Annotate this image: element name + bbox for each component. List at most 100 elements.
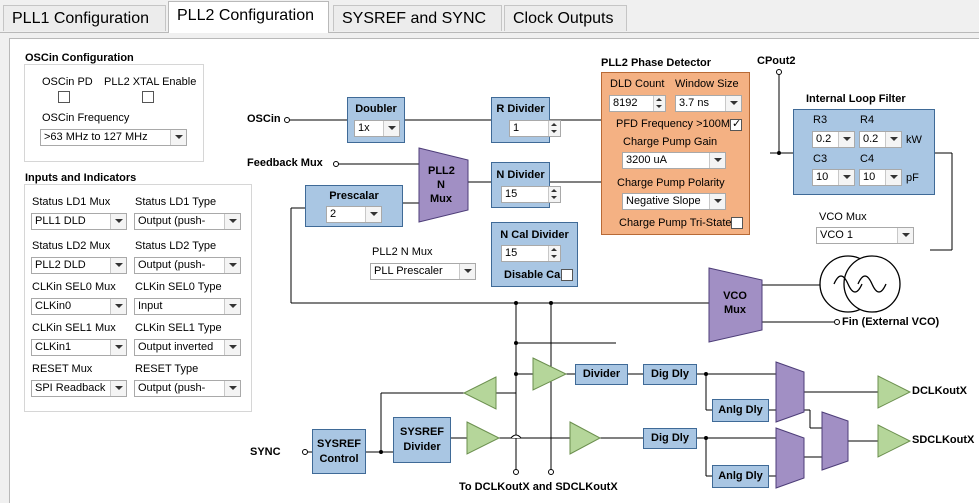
charge-pump-polarity-select[interactable]: Negative Slope: [622, 193, 726, 210]
clkin-sel0-mux-label: CLKin SEL0 Mux: [32, 281, 116, 293]
chevron-down-icon: [224, 258, 240, 273]
spinner-arrows-icon[interactable]: [548, 246, 560, 261]
anlg-dly-2-block: Anlg Dly: [712, 465, 769, 488]
reset-mux-label: RESET Mux: [32, 363, 93, 375]
status-ld1-type-select[interactable]: Output (push-: [134, 213, 241, 230]
sysref-control-line2: Control: [319, 453, 359, 465]
chevron-down-icon: [224, 340, 240, 355]
tab-sysref-and-sync[interactable]: SYSREF and SYNC: [333, 5, 502, 31]
n-divider-spinner[interactable]: 15: [501, 186, 561, 203]
clkin-sel0-type-select[interactable]: Input: [134, 298, 241, 315]
n-divider-value: 15: [505, 188, 518, 200]
tab-pll1-configuration[interactable]: PLL1 Configuration: [3, 5, 166, 31]
oscin-frequency-value: >63 MHz to 127 MHz: [44, 131, 148, 143]
disable-cal-label: Disable Cal: [504, 269, 564, 281]
oscin-frequency-select[interactable]: >63 MHz to 127 MHz: [40, 129, 187, 146]
spinner-arrows-icon[interactable]: [653, 96, 665, 111]
r-divider-title: R Divider: [496, 103, 545, 115]
c-unit-label: pF: [906, 172, 919, 184]
c3-value: 10: [816, 171, 829, 183]
reset-mux-value: SPI Readback: [35, 382, 106, 394]
doubler-title: Doubler: [355, 103, 397, 115]
n-cal-divider-spinner[interactable]: 15: [501, 245, 561, 262]
dld-count-spinner[interactable]: 8192: [609, 95, 666, 112]
chevron-down-icon: [383, 121, 399, 136]
dclkout-label: DCLKoutX: [912, 385, 967, 397]
r-divider-spinner[interactable]: 1: [509, 120, 561, 137]
charge-pump-polarity-label: Charge Pump Polarity: [617, 177, 725, 189]
clkin-sel0-mux-select[interactable]: CLKin0: [31, 298, 127, 315]
status-ld2-mux-select[interactable]: PLL2 DLD: [31, 257, 127, 274]
status-ld1-mux-value: PLL1 DLD: [35, 215, 86, 227]
c3-label: C3: [813, 153, 828, 165]
r3-select[interactable]: 0.2: [812, 131, 855, 148]
clkin-sel1-mux-value: CLKin1: [35, 341, 72, 353]
doubler-select[interactable]: 1x: [354, 120, 400, 137]
tab-pll2-configuration[interactable]: PLL2 Configuration: [168, 1, 329, 33]
feedback-mux-label: Feedback Mux: [247, 157, 323, 169]
clkin-sel1-type-select[interactable]: Output inverted: [134, 339, 241, 356]
c3-select[interactable]: 10: [812, 169, 855, 186]
sysref-divider-line1: SYSREF: [399, 426, 444, 438]
phase-detector-title: PLL2 Phase Detector: [601, 57, 712, 69]
charge-pump-gain-select[interactable]: 3200 uA: [622, 152, 726, 169]
dig-dly-2-block: Dig Dly: [643, 428, 697, 449]
oscin-pd-checkbox[interactable]: [58, 91, 70, 103]
spinner-arrows-icon[interactable]: [548, 121, 560, 136]
status-ld1-mux-select[interactable]: PLL1 DLD: [31, 213, 127, 230]
sdclkout-label: SDCLKoutX: [912, 434, 975, 446]
cpout2-label: CPout2: [757, 55, 796, 67]
r3-label: R3: [813, 114, 828, 126]
pll2-n-mux-value: PLL Prescaler: [374, 265, 443, 277]
anlg-dly-1-block: Anlg Dly: [712, 399, 769, 422]
vco-mux-select[interactable]: VCO 1: [816, 227, 914, 244]
pll2-n-mux-line1: PLL2: [428, 165, 455, 177]
sysref-control-block: SYSREF Control: [312, 429, 366, 474]
oscin-label: OSCin: [247, 113, 281, 125]
r-unit-label: kW: [906, 134, 922, 146]
reset-type-label: RESET Type: [135, 363, 199, 375]
clkin-sel1-mux-label: CLKin SEL1 Mux: [32, 322, 116, 334]
prescalar-value: 2: [330, 208, 337, 220]
charge-pump-tristate-label: Charge Pump Tri-State: [619, 217, 732, 229]
doubler-value: 1x: [358, 122, 370, 134]
clkin-sel1-type-value: Output inverted: [138, 341, 214, 353]
charge-pump-tristate-checkbox[interactable]: [731, 217, 743, 229]
window-size-value: 3.7 ns: [679, 97, 709, 109]
reset-mux-select[interactable]: SPI Readback: [31, 380, 127, 397]
c4-value: 10: [863, 171, 876, 183]
status-ld1-type-value: Output (push-: [138, 215, 206, 227]
window-size-select[interactable]: 3.7 ns: [675, 95, 742, 112]
disable-cal-checkbox[interactable]: [561, 269, 573, 281]
status-ld1-mux-label: Status LD1 Mux: [32, 196, 111, 208]
pfd-frequency-label: PFD Frequency >100M: [616, 118, 731, 130]
pll2-xtal-enable-checkbox[interactable]: [142, 91, 154, 103]
c4-select[interactable]: 10: [859, 169, 902, 186]
chevron-down-icon: [365, 207, 381, 222]
c4-label: C4: [860, 153, 875, 165]
reset-type-select[interactable]: Output (push-: [134, 380, 241, 397]
prescalar-title: Prescalar: [329, 190, 379, 202]
pfd-frequency-checkbox[interactable]: [730, 117, 742, 131]
clkin-sel1-mux-select[interactable]: CLKin1: [31, 339, 127, 356]
window-size-label: Window Size: [675, 78, 739, 90]
inputs-indicators-title: Inputs and Indicators: [25, 172, 137, 184]
sysref-divider-line2: Divider: [403, 441, 441, 453]
pll2-n-mux-select[interactable]: PLL Prescaler: [370, 263, 476, 280]
vco-mux-line2: Mux: [724, 304, 746, 316]
prescalar-select[interactable]: 2: [326, 206, 382, 223]
r4-select[interactable]: 0.2: [859, 131, 902, 148]
fin-external-vco-label: Fin (External VCO): [842, 316, 940, 328]
chevron-down-icon: [110, 258, 126, 273]
pll2-n-mux-line2: N: [437, 179, 445, 191]
n-cal-divider-value: 15: [505, 247, 518, 259]
charge-pump-gain-label: Charge Pump Gain: [623, 136, 718, 148]
dld-count-label: DLD Count: [610, 78, 665, 90]
status-ld2-type-select[interactable]: Output (push-: [134, 257, 241, 274]
pll2-xtal-enable-label: PLL2 XTAL Enable: [104, 76, 197, 88]
tab-clock-outputs[interactable]: Clock Outputs: [504, 5, 627, 31]
chevron-down-icon: [897, 228, 913, 243]
sysref-divider-block: SYSREF Divider: [393, 417, 451, 463]
spinner-arrows-icon[interactable]: [548, 187, 560, 202]
